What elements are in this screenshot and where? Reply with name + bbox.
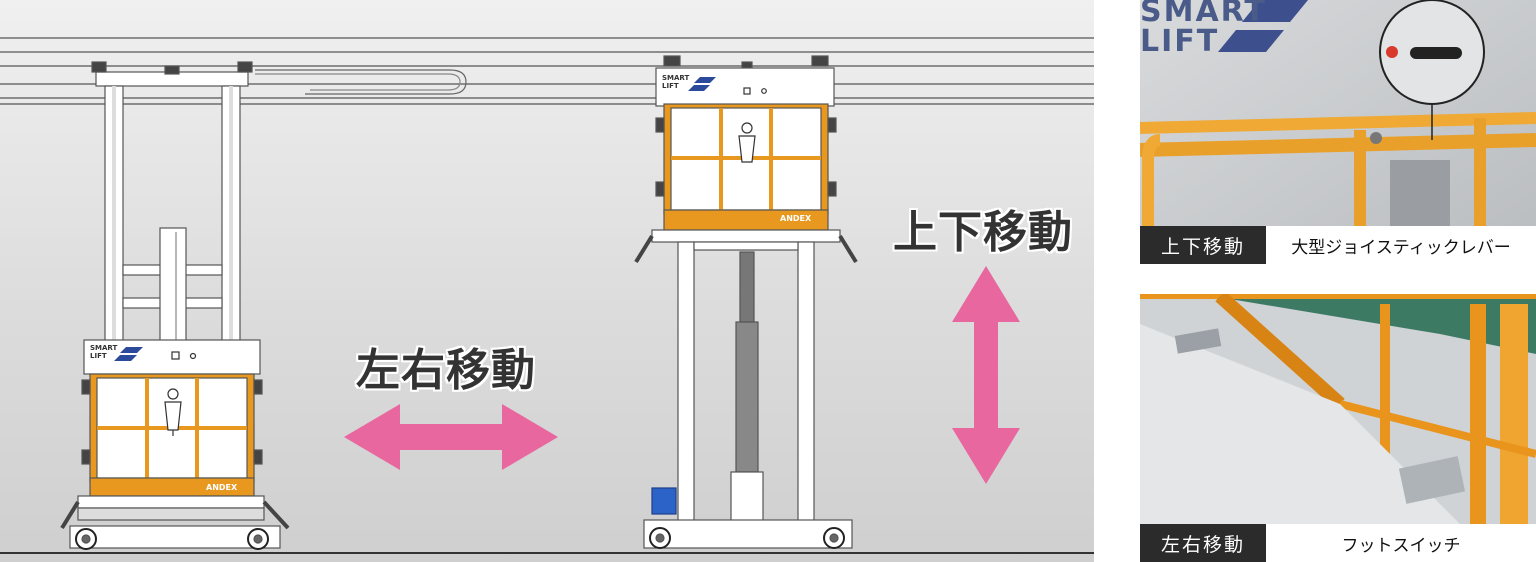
footswitch-caption-desc: フットスイッチ — [1341, 535, 1461, 556]
footswitch-caption: 左右移動 フットスイッチ — [1140, 524, 1536, 562]
joystick-caption-desc: 大型ジョイスティックレバー — [1291, 237, 1511, 258]
brand-stripes — [114, 77, 716, 361]
joystick-photo-panel: SMART LIFT 上下移動 大型ジョイスティックレバー — [1140, 0, 1536, 264]
photo-brand-lift: LIFT — [1140, 24, 1220, 59]
rail-and-machines-drawing — [0, 37, 1094, 554]
overhead-rail — [0, 37, 1094, 105]
footswitch-photo — [1140, 294, 1536, 562]
footswitch-caption-tag: 左右移動 — [1140, 524, 1266, 562]
joystick-caption-tag: 上下移動 — [1140, 226, 1266, 264]
illustration-stage: SMART LIFT ANDEX SMART LIFT ANDEX 左右移動 上… — [0, 0, 1094, 562]
right-lift — [634, 55, 858, 549]
vertical-arrow-shape — [952, 266, 1020, 484]
horizontal-movement-label: 左右移動 — [356, 345, 536, 396]
right-lift-brand-smart: SMART — [662, 74, 690, 82]
right-lift-maker: ANDEX — [780, 214, 812, 223]
left-lift-brand-lift: LIFT — [90, 352, 107, 360]
footswitch-photo-panel: 左右移動 フットスイッチ — [1140, 294, 1536, 562]
left-lift — [60, 61, 290, 550]
vertical-movement-label: 上下移動 — [893, 207, 1073, 258]
joystick-photo — [1140, 0, 1536, 264]
left-lift-brand-smart: SMART — [90, 344, 118, 352]
horizontal-arrow-shape — [344, 404, 558, 470]
right-lift-brand-lift: LIFT — [662, 82, 679, 90]
photo-brand-smart: SMART — [1140, 0, 1267, 29]
left-lift-maker: ANDEX — [206, 483, 238, 492]
joystick-caption: 上下移動 大型ジョイスティックレバー — [1140, 226, 1536, 264]
